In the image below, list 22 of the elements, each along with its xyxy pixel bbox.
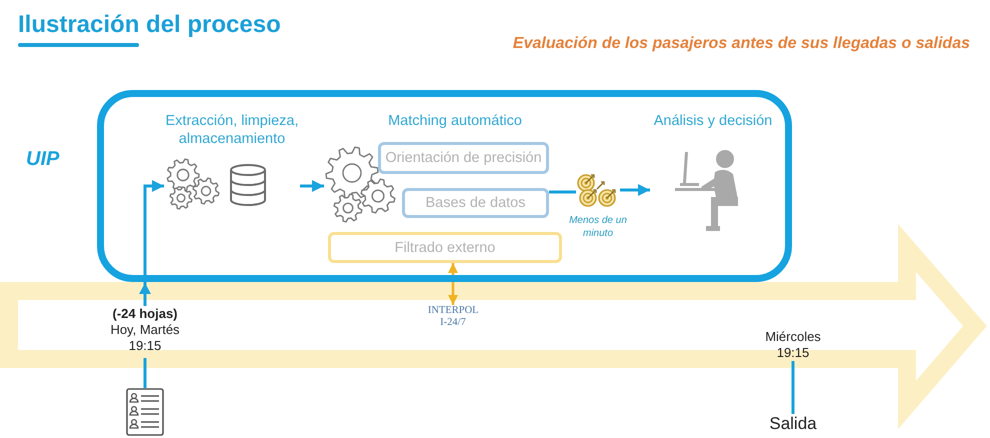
organization-label: INTERPOL I-24/7 bbox=[428, 305, 478, 329]
process-box: Filtrado externo bbox=[328, 232, 562, 263]
process-box: Bases de datos bbox=[402, 188, 549, 218]
stage-heading: Matching automático bbox=[387, 112, 523, 130]
process-box: Orientación de precisión bbox=[378, 142, 549, 174]
group-title: UIP bbox=[26, 148, 60, 171]
stage-heading: Extracción, limpieza, almacenamiento bbox=[164, 112, 300, 148]
connector-line bbox=[144, 358, 146, 388]
connector-line bbox=[549, 190, 576, 194]
date-time-label: Miércoles 19:15 bbox=[753, 329, 833, 361]
time-offset-label: (-24 hojas) bbox=[111, 306, 178, 322]
subtitle: Evaluación de los pasajeros antes de sus llegadas o salidas bbox=[512, 35, 970, 53]
people-list-icon bbox=[126, 388, 164, 436]
title: Ilustración del proceso bbox=[18, 11, 281, 39]
double-arrow bbox=[448, 263, 458, 305]
stage-heading: Análisis y decisión bbox=[652, 112, 774, 130]
connector-line bbox=[792, 361, 794, 414]
event-label: Salida bbox=[763, 414, 823, 434]
date-time-label: Hoy, Martés 19:15 bbox=[109, 322, 181, 354]
arrow bbox=[300, 180, 324, 192]
duration-label: Menos de un minuto bbox=[568, 214, 628, 240]
arrow bbox=[620, 184, 650, 196]
